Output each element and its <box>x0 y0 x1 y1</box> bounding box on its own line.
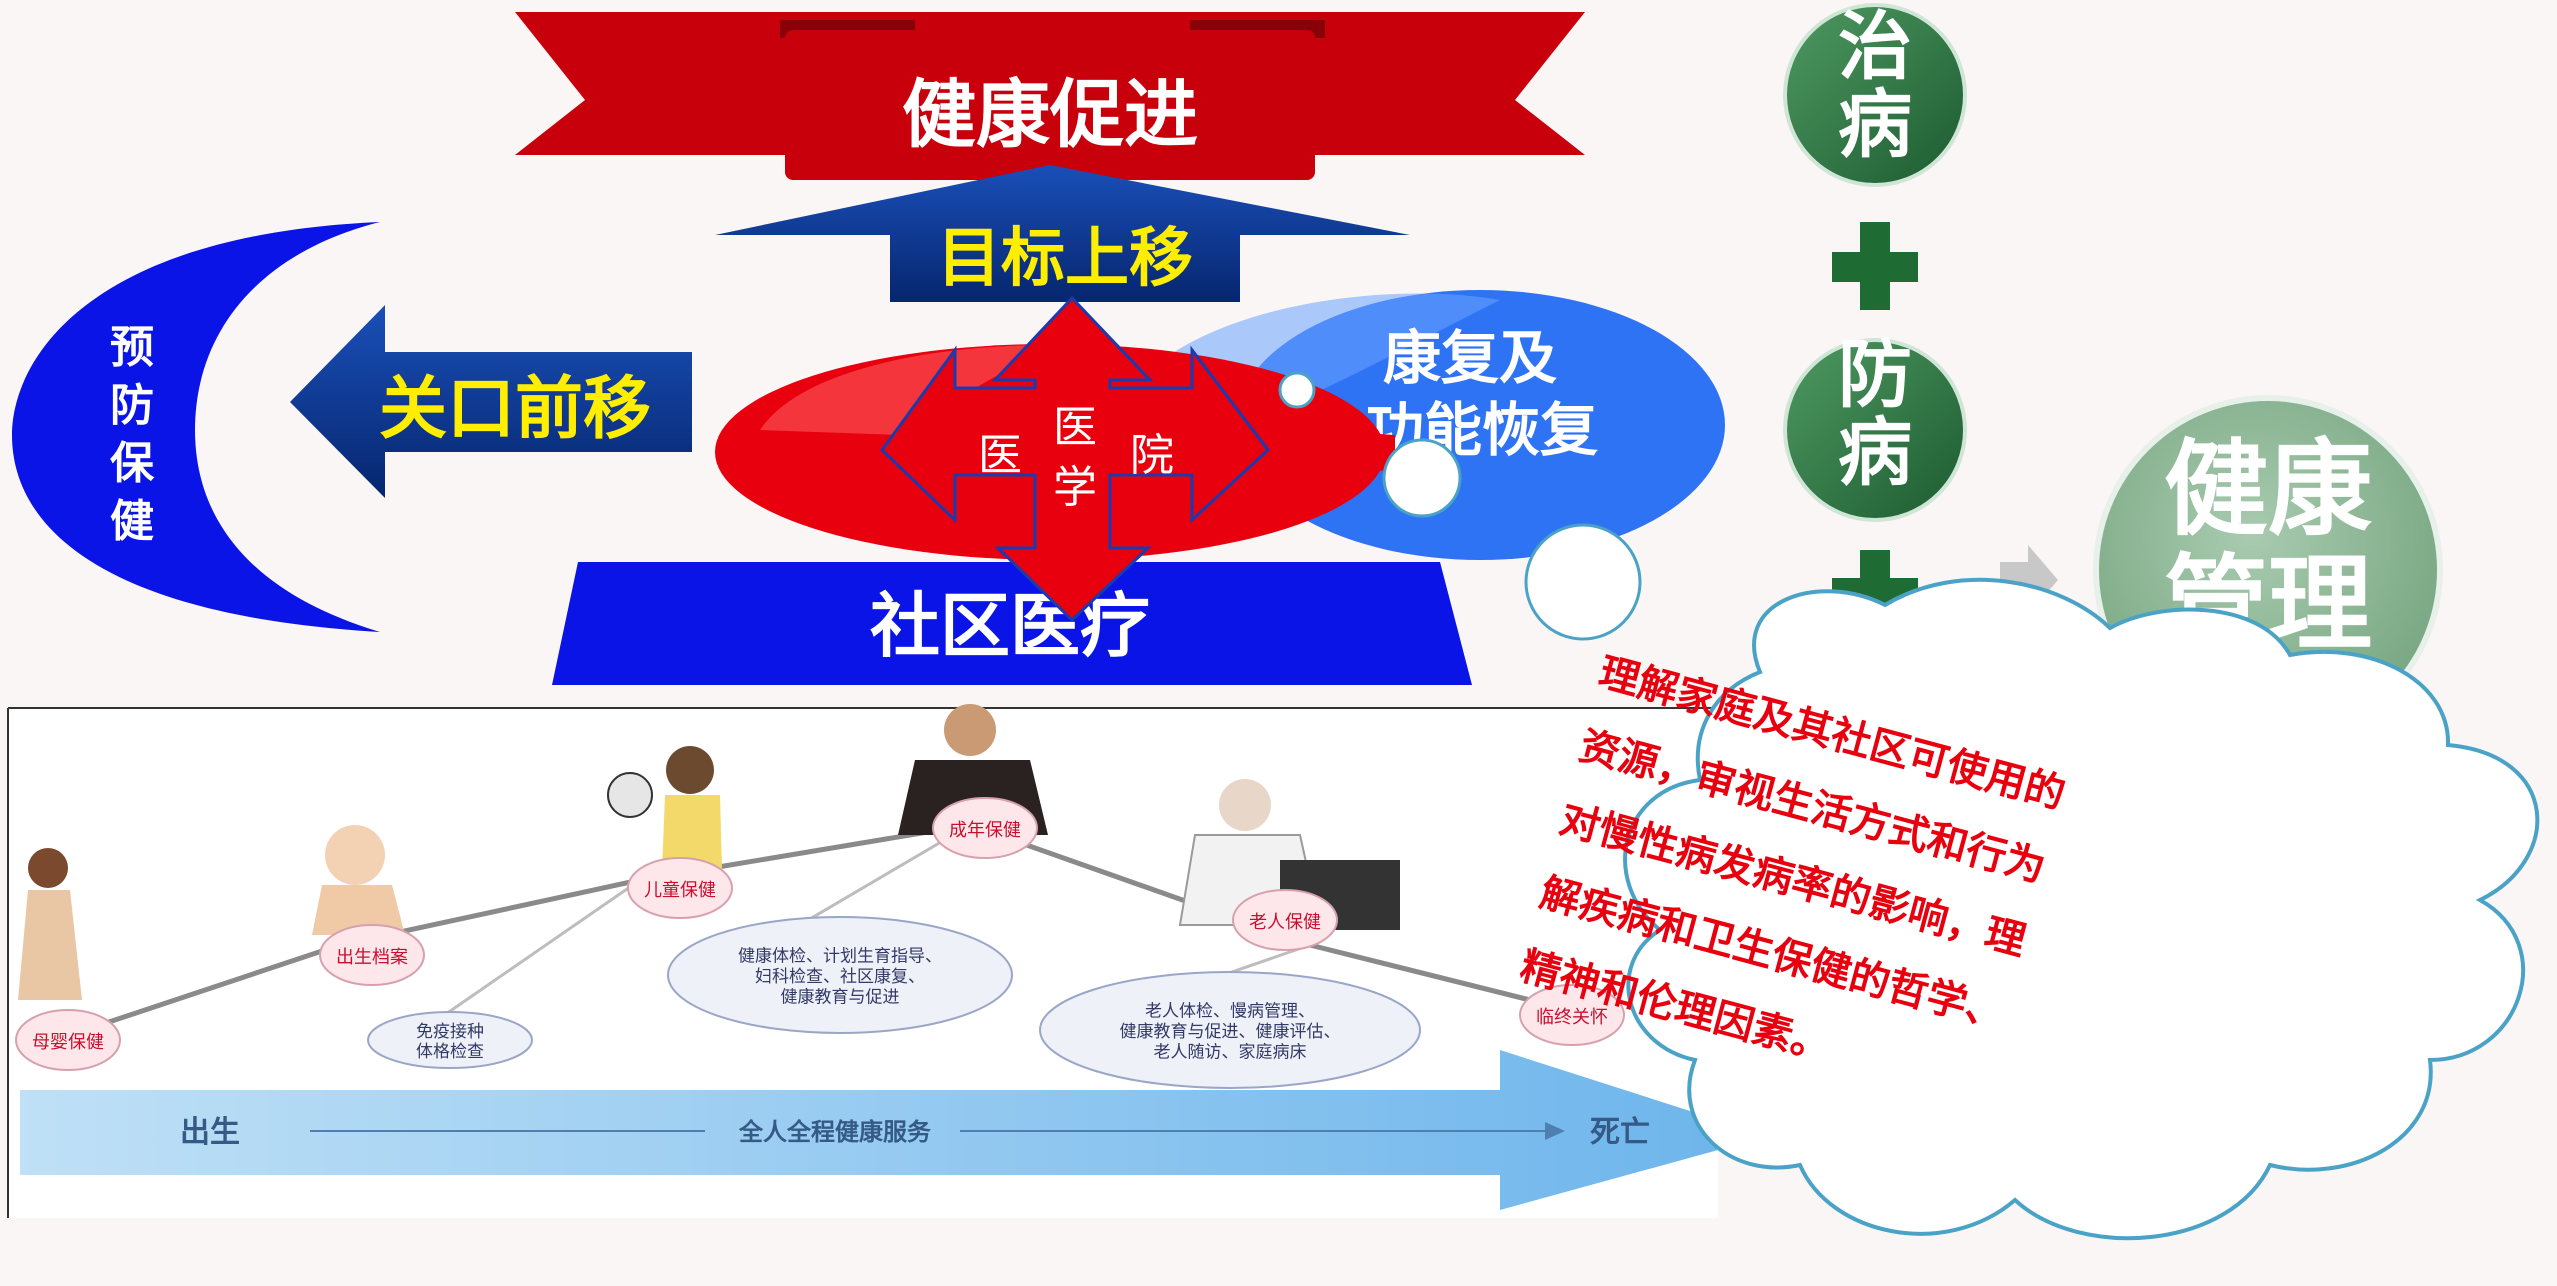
health-mgmt-line1: 健康 <box>2164 428 2372 550</box>
rehab-label-line1: 康复及 <box>1383 324 1557 392</box>
crescent-char-1: 预 <box>110 322 154 373</box>
bubble-large <box>1524 523 1642 641</box>
prevent-char-2: 病 <box>1838 410 1912 496</box>
stage-label-1: 母婴保健 <box>32 1032 104 1053</box>
center-cross: 医 医 学 院 <box>880 295 1271 623</box>
prevent-char-1: 防 <box>1838 332 1912 418</box>
service-note-3-text: 老人体检、慢病管理、健康教育与促进、健康评估、老人随访、家庭病床 <box>1120 1001 1341 1063</box>
lifecycle-panel: 出生 全人全程健康服务 死亡 <box>7 704 1718 1218</box>
stage-badge-6: 临终关怀 <box>1519 984 1625 1046</box>
stage-label-2: 出生档案 <box>336 947 408 968</box>
child-figure <box>607 746 722 898</box>
timeline-start: 出生 <box>180 1115 240 1150</box>
timeline-middle: 全人全程健康服务 <box>738 1118 932 1146</box>
crescent-char-4: 健 <box>110 496 154 547</box>
community-label: 社区医疗 <box>870 585 1150 667</box>
cross-left-char: 医 <box>978 430 1022 481</box>
timeline-end: 死亡 <box>1590 1115 1650 1150</box>
service-note-2-text: 健康体检、计划生育指导、妇科检查、社区康复、健康教育与促进 <box>738 947 942 1008</box>
stage-badge-5: 老人保健 <box>1232 889 1338 951</box>
cloud-callout <box>1623 577 2540 1241</box>
cure-char-2: 病 <box>1838 82 1912 168</box>
cross-bottom-char: 学 <box>1053 462 1097 513</box>
service-note-1: 免疫接种体格检查 <box>367 1011 533 1069</box>
arrow-up-target: 目标上移 <box>715 165 1410 302</box>
service-note-2: 健康体检、计划生育指导、妇科检查、社区康复、健康教育与促进 <box>667 916 1013 1034</box>
stage-label-4: 成年保健 <box>949 820 1021 841</box>
bubble-medium <box>1382 438 1462 518</box>
top-banner: 健康促进 <box>515 12 1585 180</box>
top-banner-label: 健康促进 <box>902 72 1198 158</box>
crescent-char-3: 保 <box>110 438 155 489</box>
cure-char-1: 治 <box>1838 4 1912 90</box>
service-note-1-text: 免疫接种体格检查 <box>416 1022 484 1062</box>
stage-badge-3: 儿童保健 <box>627 857 733 919</box>
cross-right-char: 院 <box>1130 430 1174 481</box>
cross-top-char: 医 <box>1053 402 1097 453</box>
crescent-char-2: 防 <box>110 380 154 431</box>
community-trapezoid: 社区医疗 <box>552 562 1472 685</box>
baby-figure <box>312 825 405 935</box>
red-ellipse-tail <box>1240 425 1395 478</box>
stage-label-5: 老人保健 <box>1249 912 1321 933</box>
arrow-left-gateway: 关口前移 <box>290 305 692 498</box>
stage-badge-2: 出生档案 <box>319 924 425 986</box>
arrow-up-label: 目标上移 <box>937 222 1193 296</box>
stage-label-6: 临终关怀 <box>1536 1007 1608 1028</box>
arrow-left-label: 关口前移 <box>379 370 651 449</box>
service-note-3: 老人体检、慢病管理、健康教育与促进、健康评估、老人随访、家庭病床 <box>1039 971 1421 1089</box>
red-ellipse-highlight <box>760 345 1050 435</box>
cure-circle: 治 病 <box>1783 3 1967 187</box>
plus-icon-2 <box>1832 550 1918 640</box>
mother-figure <box>18 848 82 1000</box>
timeline-arrow <box>20 1050 1718 1210</box>
prevent-circle: 防 病 <box>1783 332 1967 522</box>
plus-icon-1 <box>1832 222 1918 310</box>
prevention-crescent: 预 防 保 健 <box>12 222 380 632</box>
stage-badge-4: 成年保健 <box>932 797 1038 859</box>
stage-badge-1: 母婴保健 <box>15 1009 121 1071</box>
stage-label-3: 儿童保健 <box>644 880 716 901</box>
bubble-small <box>1278 371 1316 409</box>
